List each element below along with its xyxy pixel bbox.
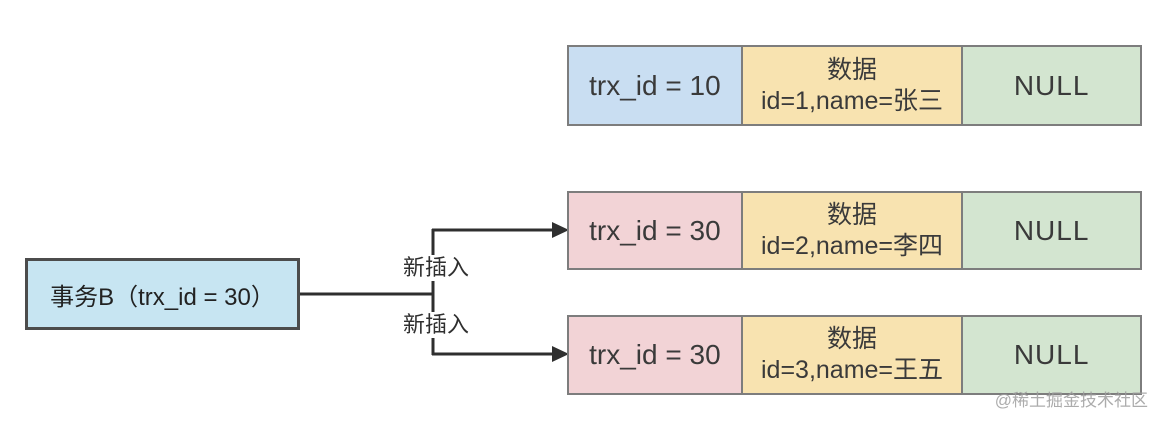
data-cell: 数据 id=3,name=王五 [740, 317, 962, 393]
watermark: @稀土掘金技术社区 [994, 391, 1148, 410]
data-cell: 数据 id=1,name=张三 [740, 47, 962, 124]
null-cell: NULL [961, 47, 1140, 124]
data-value: id=3,name=王五 [760, 356, 944, 384]
data-value: id=2,name=李四 [760, 231, 944, 260]
data-header: 数据 [827, 55, 878, 84]
insert-label-bottom: 新插入 [401, 312, 472, 338]
trx-id-cell: trx_id = 30 [569, 317, 741, 393]
transaction-box: 事务B（trx_id = 30） [25, 258, 300, 330]
trx-id-cell: trx_id = 10 [569, 47, 741, 124]
record-row: trx_id = 30 数据 id=2,name=李四 NULL [567, 191, 1142, 270]
null-cell: NULL [961, 317, 1140, 393]
null-cell: NULL [961, 193, 1140, 268]
data-header: 数据 [827, 200, 878, 229]
trx-id-cell: trx_id = 30 [569, 193, 741, 268]
insert-label-top: 新插入 [401, 255, 472, 281]
data-header: 数据 [827, 325, 878, 353]
record-row: trx_id = 10 数据 id=1,name=张三 NULL [567, 45, 1142, 126]
record-row: trx_id = 30 数据 id=3,name=王五 NULL [567, 315, 1142, 395]
data-value: id=1,name=张三 [760, 86, 944, 115]
data-cell: 数据 id=2,name=李四 [740, 193, 962, 268]
